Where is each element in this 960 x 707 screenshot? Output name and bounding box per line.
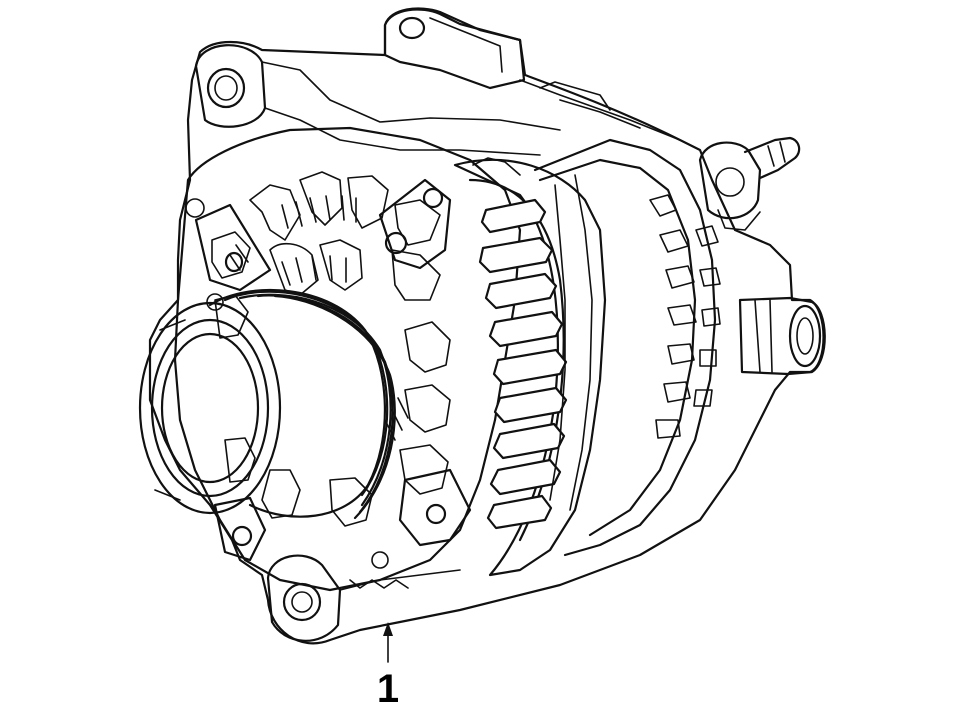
alternator-housing bbox=[148, 7, 825, 645]
output-terminal-stud bbox=[698, 136, 801, 231]
leader-arrowhead bbox=[383, 622, 393, 636]
mount-hole-top bbox=[206, 67, 246, 109]
front-housing-plate bbox=[173, 126, 522, 592]
pulley-hub bbox=[160, 332, 260, 484]
connector-plug bbox=[738, 296, 826, 376]
pulley-face bbox=[138, 301, 282, 515]
front-tab-lower-right bbox=[398, 468, 472, 547]
front-tab-upper-right bbox=[378, 178, 452, 270]
mounting-ear-bottom bbox=[266, 554, 342, 642]
mounting-ear-top bbox=[194, 44, 267, 128]
fan-blades bbox=[211, 171, 451, 527]
mount-hole-bottom bbox=[282, 582, 322, 622]
stator-windings bbox=[472, 157, 568, 530]
front-tab-upper-left bbox=[194, 203, 272, 292]
top-bracket bbox=[383, 8, 526, 90]
pulley bbox=[138, 289, 396, 520]
callout-1: 1 bbox=[377, 622, 399, 707]
cooling-slots bbox=[229, 195, 409, 441]
rear-housing bbox=[533, 138, 717, 557]
callout-number: 1 bbox=[377, 667, 399, 707]
rear-fins bbox=[649, 194, 721, 439]
